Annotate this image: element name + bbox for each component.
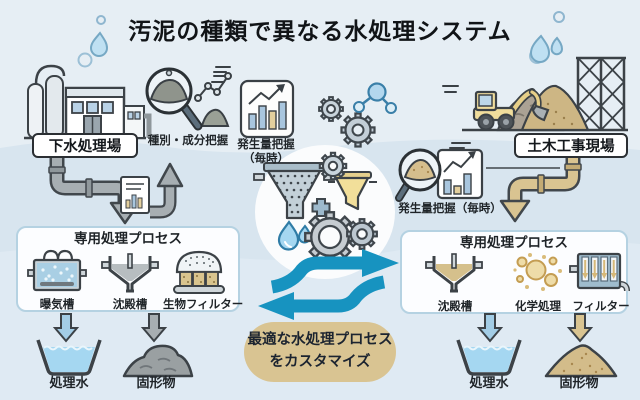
caption-pill: 最適な水処理プロセス をカスタマイズ: [244, 322, 396, 382]
molecule-icon: [353, 82, 397, 114]
bar-chart-icon: [239, 79, 295, 139]
site-sign-right-label: 土木工事現場: [527, 139, 615, 155]
step-label-chemical: 化学処理: [515, 299, 561, 313]
step-label-filter: フィルター: [572, 299, 630, 313]
plus-icon: [311, 198, 331, 217]
pipe-arrow-left: [48, 158, 141, 225]
page-title: 汚泥の種類で異なる水処理システム: [128, 19, 512, 45]
site-sign-left: 下水処理場: [32, 133, 138, 158]
process-box-left-title: 専用処理プロセス: [74, 231, 182, 247]
output-label-solid-right: 固形物: [559, 376, 599, 391]
pipe-arrow-right: [499, 158, 582, 223]
analysis-label: 種別・成分把握: [147, 133, 229, 147]
factory-icon: [24, 64, 152, 140]
step-label-aeration: 曝気槽: [39, 297, 75, 311]
output-label-solid-left: 固形物: [136, 376, 176, 391]
site-sign-right: 土木工事現場: [514, 133, 628, 158]
water-basin-right-icon: [456, 339, 522, 376]
document-icon: [120, 176, 150, 214]
output-label-water-right: 処理水: [469, 376, 509, 391]
sludge-pile-icon: [496, 94, 565, 132]
solids-pile-left-icon: [122, 344, 194, 378]
strainer-funnel-icon: [253, 162, 335, 220]
solids-pile-right-icon: [544, 344, 618, 378]
caption-line1: 最適な水処理プロセス: [247, 332, 393, 349]
output-label-water-left: 処理水: [49, 376, 89, 391]
volume-label-left-line1: 発生量把握: [237, 137, 295, 151]
scaffold-icon: [576, 56, 626, 131]
excavator-icon: [462, 56, 628, 132]
step-label-bio-filter: 生物フィルター: [163, 297, 244, 311]
decor-dashes: [211, 75, 459, 93]
output-arrow-water-right: [478, 313, 502, 342]
magnifier-analysis-icon: [145, 66, 232, 131]
water-drops-icon: [277, 220, 312, 251]
output-arrow-solid-left: [142, 313, 166, 342]
exchange-arrows: [258, 249, 399, 320]
output-arrow-water-left: [54, 313, 78, 342]
step-label-sedimentation-right: 沈殿槽: [437, 299, 473, 313]
process-box-right-title: 専用処理プロセス: [460, 235, 568, 251]
volume-label-right: 発生量把握（毎時）: [398, 201, 502, 215]
sand-pile-large-icon: [520, 84, 590, 132]
up-arrow-icon: [150, 162, 184, 219]
step-label-sedimentation-left: 沈殿槽: [112, 297, 148, 311]
output-arrow-solid-right: [568, 313, 592, 342]
volume-label-left-line2: （毎時）: [243, 151, 289, 165]
caption-line2: をカスタマイズ: [269, 354, 371, 370]
yellow-funnel-icon: [328, 171, 377, 211]
gears-icon: [304, 96, 378, 263]
site-sign-left-label: 下水処理場: [48, 139, 122, 155]
water-basin-left-icon: [36, 339, 102, 376]
